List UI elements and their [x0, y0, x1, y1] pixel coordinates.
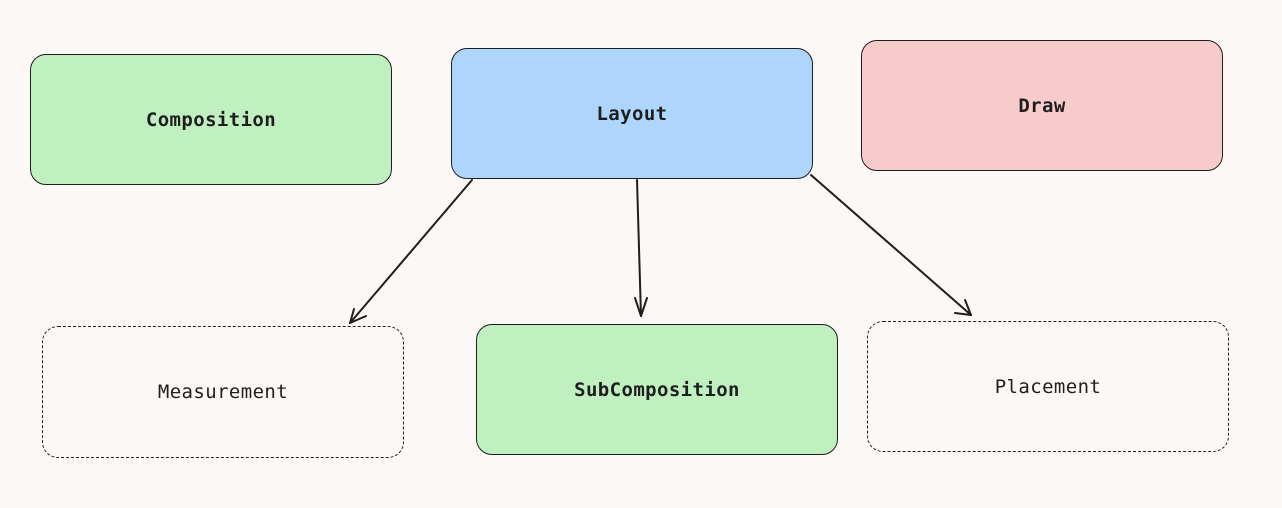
measurement-node[interactable]: Measurement: [42, 326, 404, 458]
draw-label: Draw: [1018, 94, 1066, 117]
edge-layout-placement: [810, 174, 972, 316]
composition-node[interactable]: Composition: [30, 54, 392, 185]
draw-node[interactable]: Draw: [861, 40, 1223, 171]
subcomposition-node[interactable]: SubComposition: [476, 324, 838, 455]
layout-label: Layout: [596, 102, 668, 125]
edge-layout-subcomposition: [634, 179, 648, 317]
composition-label: Composition: [145, 108, 277, 131]
placement-label: Placement: [994, 375, 1102, 398]
layout-node[interactable]: Layout: [451, 48, 813, 179]
measurement-label: Measurement: [157, 381, 289, 403]
placement-node[interactable]: Placement: [867, 321, 1229, 452]
edge-layout-measurement: [349, 179, 473, 324]
subcomposition-label: SubComposition: [574, 378, 740, 401]
